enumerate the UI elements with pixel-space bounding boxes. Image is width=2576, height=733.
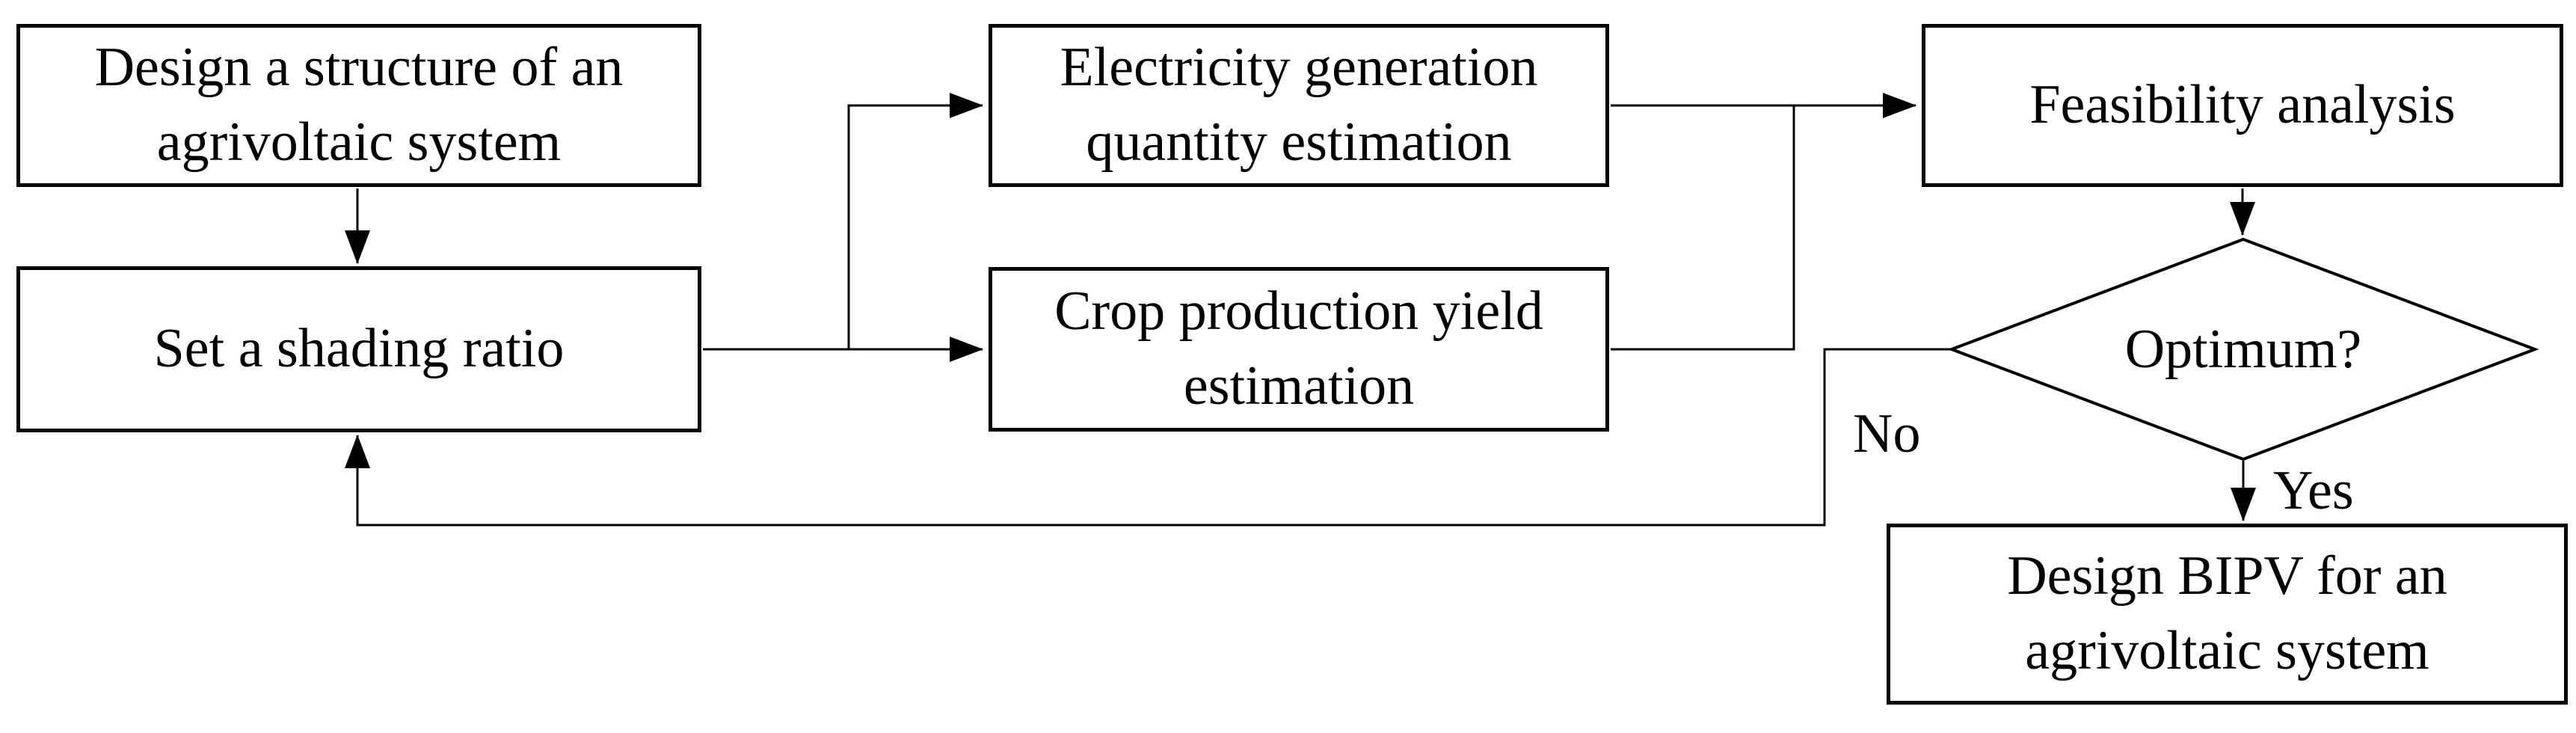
node-crop-yield-estimation-line1: Crop production yield bbox=[1054, 280, 1543, 343]
node-set-shading-ratio: Set a shading ratio bbox=[16, 266, 701, 432]
node-design-structure-line2: agrivoltaic system bbox=[156, 111, 562, 173]
node-crop-yield-estimation: Crop production yield estimation bbox=[989, 267, 1609, 432]
node-crop-yield-estimation-line2: estimation bbox=[1183, 355, 1415, 417]
node-feasibility-analysis: Feasibility analysis bbox=[1922, 24, 2563, 187]
edge-crop-to-feasibility-merge bbox=[1611, 105, 1795, 351]
node-design-structure: Design a structure of an agrivoltaic sys… bbox=[16, 24, 701, 187]
node-electricity-estimation-line2: quantity estimation bbox=[1086, 111, 1512, 173]
edge-label-yes: Yes bbox=[2273, 460, 2354, 521]
node-electricity-estimation-line1: Electricity generation bbox=[1060, 37, 1538, 99]
node-design-bipv-line2: agrivoltaic system bbox=[2025, 620, 2429, 681]
edge-optimum-no-feedback bbox=[345, 348, 1953, 527]
decision-optimum-label: Optimum? bbox=[2124, 319, 2362, 380]
node-design-bipv-line1: Design BIPV for an bbox=[2007, 545, 2447, 607]
decision-diamond-optimum bbox=[1947, 237, 2539, 461]
node-electricity-estimation: Electricity generation quantity estimati… bbox=[989, 24, 1609, 187]
node-design-bipv: Design BIPV for an agrivoltaic system bbox=[1887, 524, 2568, 705]
edge-label-no: No bbox=[1853, 403, 1921, 464]
edge-shading-to-electricity bbox=[847, 93, 983, 349]
node-design-structure-line1: Design a structure of an bbox=[94, 37, 624, 99]
node-set-shading-ratio-label: Set a shading ratio bbox=[153, 318, 565, 380]
node-feasibility-analysis-label: Feasibility analysis bbox=[2029, 74, 2456, 136]
